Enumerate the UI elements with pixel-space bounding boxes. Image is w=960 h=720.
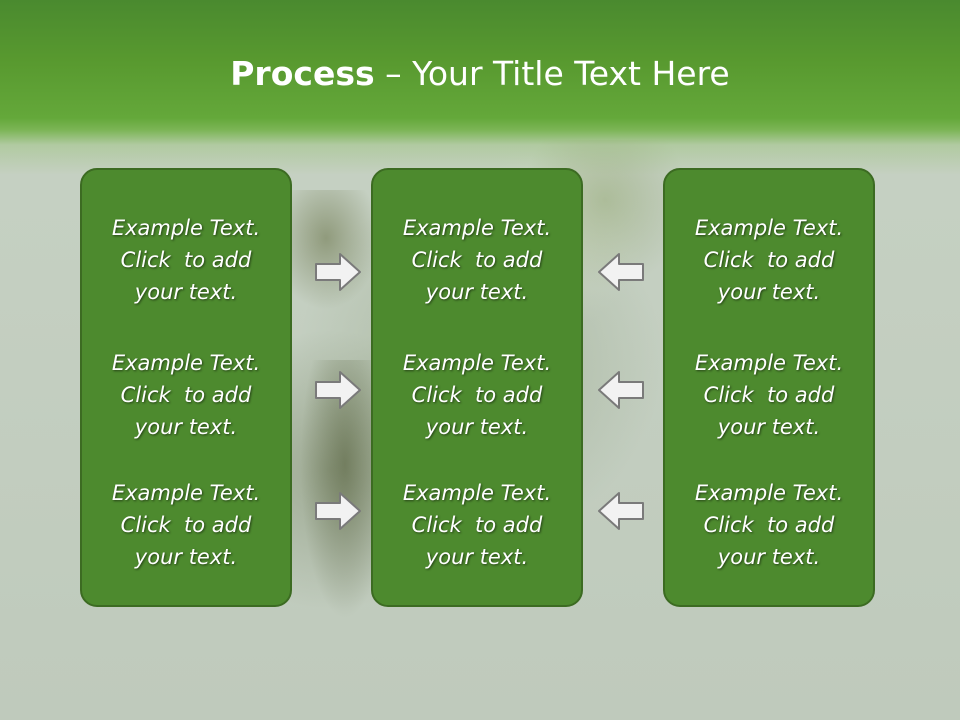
text-block[interactable]: Example Text. Click to add your text. — [665, 212, 873, 308]
text-line: your text. — [717, 545, 821, 569]
text-line: your text. — [134, 545, 238, 569]
title-rest: – Your Title Text Here — [374, 54, 730, 93]
arrow-right-icon — [314, 251, 362, 293]
text-block[interactable]: Example Text. Click to add your text. — [665, 477, 873, 573]
arrow-right-icon — [314, 490, 362, 532]
slide-title[interactable]: Process – Your Title Text Here — [0, 52, 960, 96]
text-line: Click to add — [703, 383, 835, 407]
text-line: your text. — [134, 415, 238, 439]
text-block[interactable]: Example Text. Click to add your text. — [665, 347, 873, 443]
text-line: your text. — [717, 280, 821, 304]
text-line: Example Text. — [694, 481, 844, 505]
text-line: Example Text. — [694, 216, 844, 240]
process-box-center[interactable]: Example Text. Click to add your text. Ex… — [371, 168, 583, 607]
text-line: Click to add — [120, 248, 252, 272]
text-line: Click to add — [411, 383, 543, 407]
text-line: Example Text. — [111, 216, 261, 240]
text-line: your text. — [717, 415, 821, 439]
text-line: Example Text. — [402, 481, 552, 505]
text-line: Click to add — [120, 513, 252, 537]
text-line: Example Text. — [111, 351, 261, 375]
text-line: your text. — [425, 280, 529, 304]
text-block[interactable]: Example Text. Click to add your text. — [82, 347, 290, 443]
text-line: Example Text. — [694, 351, 844, 375]
arrow-right-icon — [314, 369, 362, 411]
text-line: Click to add — [120, 383, 252, 407]
text-line: your text. — [134, 280, 238, 304]
text-block[interactable]: Example Text. Click to add your text. — [373, 212, 581, 308]
arrow-left-icon — [597, 490, 645, 532]
text-block[interactable]: Example Text. Click to add your text. — [82, 477, 290, 573]
process-box-right[interactable]: Example Text. Click to add your text. Ex… — [663, 168, 875, 607]
text-line: your text. — [425, 415, 529, 439]
text-line: Click to add — [703, 248, 835, 272]
background-bird-wing — [290, 190, 380, 310]
text-line: Click to add — [411, 248, 543, 272]
text-block[interactable]: Example Text. Click to add your text. — [373, 347, 581, 443]
arrow-left-icon — [597, 251, 645, 293]
text-line: your text. — [425, 545, 529, 569]
arrow-left-icon — [597, 369, 645, 411]
text-line: Example Text. — [402, 351, 552, 375]
text-line: Example Text. — [111, 481, 261, 505]
header-band — [0, 0, 960, 175]
text-line: Example Text. — [402, 216, 552, 240]
text-line: Click to add — [411, 513, 543, 537]
text-line: Click to add — [703, 513, 835, 537]
title-bold: Process — [230, 54, 375, 93]
process-box-left[interactable]: Example Text. Click to add your text. Ex… — [80, 168, 292, 607]
text-block[interactable]: Example Text. Click to add your text. — [82, 212, 290, 308]
text-block[interactable]: Example Text. Click to add your text. — [373, 477, 581, 573]
